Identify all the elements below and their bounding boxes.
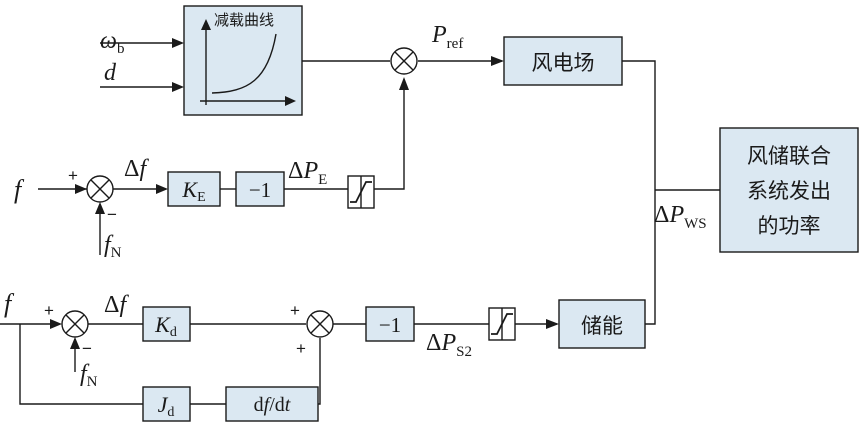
sum-bm-plus-left: + [290,301,300,320]
limiter-top-block [347,175,375,209]
derivative-block: df/dt [225,386,319,422]
sum-bm-cross-b [310,314,330,334]
wind-farm-block: 风电场 [503,36,623,86]
wind-farm-label: 风电场 [532,51,595,75]
load-curve-label: 减载曲线 [214,11,274,29]
connections [0,42,720,405]
jd-block: Jd [142,386,191,422]
sum-junction-bottom-mid [306,310,334,338]
fn-bottom-label: fN [80,361,98,390]
combined-output-block: 风储联合 系统发出 的功率 [719,127,859,253]
limiter-bottom-icon [491,313,513,335]
dpws-label: ΔPWS [654,202,707,232]
multiplier-junction [390,47,418,75]
curve-y-arrow [201,19,211,30]
storage-block: 储能 [558,299,646,349]
ke-label: KE [181,177,205,205]
ke-block: KE [167,171,221,207]
fn-top-label: fN [104,232,122,261]
limiter-bottom-block [488,307,516,341]
multiplier-cross-b [394,51,414,71]
sum-top-plus: + [68,166,78,185]
delta-f-bottom-label: Δf [104,292,129,318]
neg1-top-label: −1 [249,178,271,202]
storage-label: 储能 [581,314,623,338]
limiter-to-mult-line [374,90,405,190]
ke-box [167,171,221,207]
windfarm-out-line [622,60,656,190]
limiter-top-icon [350,181,372,203]
arrow-mult-bottom [399,77,409,90]
neg1-top-box [235,171,285,207]
arrow-sum-top [75,184,87,194]
combined-output-box [719,127,859,253]
neg1-bottom-box [365,306,415,342]
omega-label: ωb [100,28,124,57]
arrow-fn-bottom [70,337,80,349]
f-bottom-label: f [4,289,15,318]
combined-line3: 的功率 [758,214,821,238]
combined-line1: 风储联合 [747,144,831,168]
kd-block: Kd [142,306,191,342]
arrow-fn-top [95,202,105,214]
neg1-top-block: −1 [235,171,285,207]
storage-out-line [645,190,656,325]
kd-box [142,306,191,342]
derivative-label: df/dt [254,394,291,416]
dpe-label: ΔPE [288,158,327,188]
sum-bl-cross-b [65,314,85,334]
combined-line2: 系统发出 [747,179,831,203]
sum-top-minus: − [107,205,117,224]
derivative-box [225,386,319,422]
arrow-storage [546,319,559,329]
load-curve-path [211,33,277,94]
sum-bm-plus-bottom: + [296,339,306,358]
sum-junction-top [86,175,114,203]
sum-bl-plus: + [44,301,54,320]
wind-farm-box [503,36,623,86]
branch-down-line [19,324,143,405]
arrow-ke [156,184,168,194]
arrow-windfarm [491,56,504,66]
pref-label: Pref [431,22,463,52]
delta-f-top-label: Δf [124,156,149,182]
neg1-bottom-block: −1 [365,306,415,342]
arrow-d [172,82,184,92]
d-label: d [104,60,117,86]
arrow-sum-bottom [50,319,62,329]
load-curve-block: 减载曲线 [183,5,303,116]
neg1-bottom-label: −1 [379,313,401,337]
jd-box [142,386,191,422]
sum-bl-minus: − [82,339,92,358]
sum-top-cross-b [90,179,110,199]
storage-box [558,299,646,349]
kd-label: Kd [154,312,177,340]
curve-x-arrow [285,96,296,106]
dps2-label: ΔPS2 [426,330,472,360]
arrowheads [50,38,559,349]
sum-junction-bottom-left [61,310,89,338]
arrow-omega [172,38,184,48]
jd-label: Jd [158,392,175,420]
f-top-label: f [14,175,25,204]
